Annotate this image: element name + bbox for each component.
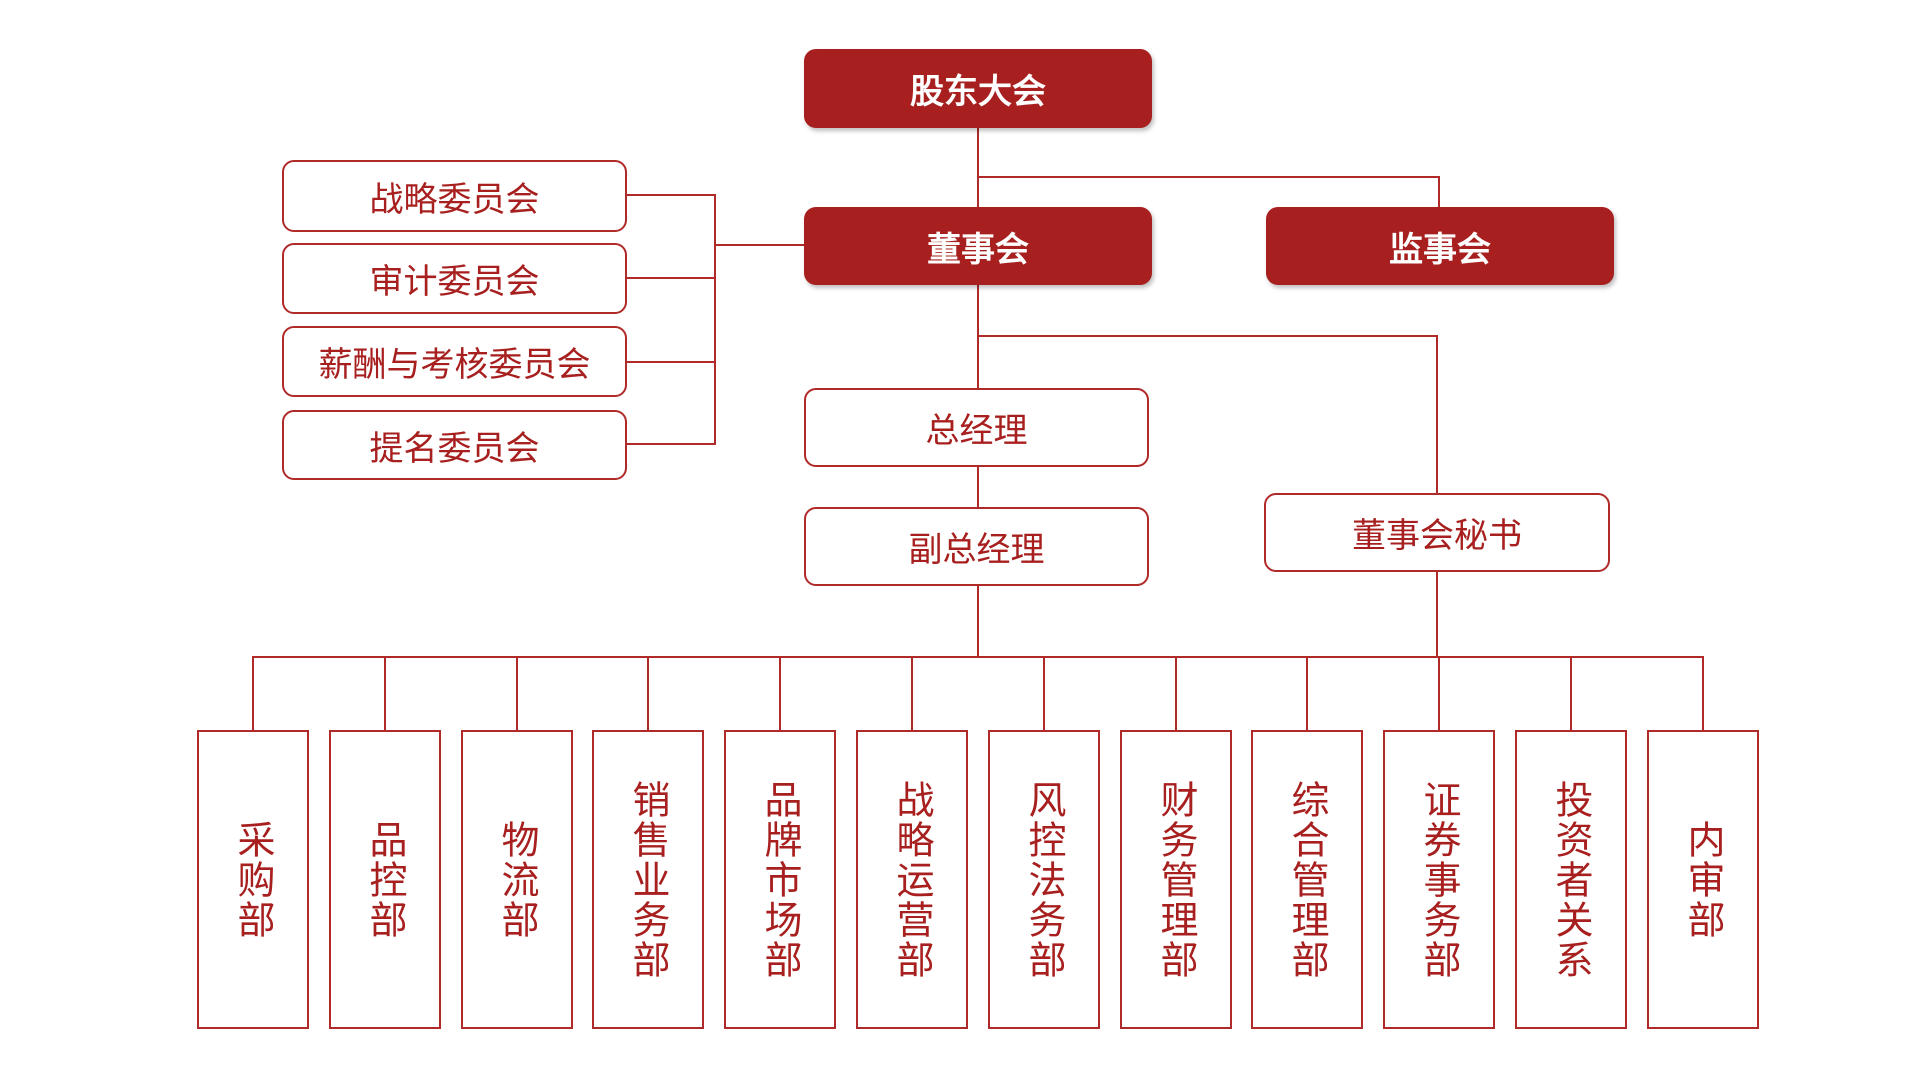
department-label: 采购部: [231, 819, 275, 940]
department-label: 证券事务部: [1417, 779, 1461, 980]
connector-line: [626, 443, 716, 445]
board-of-directors-box: 董事会: [804, 207, 1152, 285]
department-label: 销售业务部: [626, 779, 670, 980]
connector-line: [252, 656, 1702, 658]
committee-box: 提名委员会: [282, 410, 627, 480]
connector-line: [1702, 656, 1704, 730]
department-box: 内审部: [1647, 730, 1759, 1029]
department-label: 风控法务部: [1022, 779, 1066, 980]
shareholders-meeting-box: 股东大会: [804, 49, 1152, 128]
department-label: 品牌市场部: [758, 779, 802, 980]
connector-line: [977, 126, 979, 208]
general-manager-box: 总经理: [804, 388, 1149, 467]
connector-line: [1438, 176, 1440, 208]
department-label: 内审部: [1681, 819, 1725, 940]
connector-line: [977, 335, 1438, 337]
deputy-general-manager-label: 副总经理: [908, 530, 1045, 570]
connector-line: [626, 361, 716, 363]
committee-label: 审计委员会: [369, 262, 540, 302]
department-box: 采购部: [197, 730, 309, 1029]
department-label: 财务管理部: [1154, 779, 1198, 980]
connector-line: [1570, 656, 1572, 730]
connector-line: [252, 656, 254, 730]
connector-line: [1436, 335, 1438, 493]
connector-line: [1043, 656, 1045, 730]
department-label: 物流部: [495, 819, 539, 940]
connector-line: [647, 656, 649, 730]
department-box: 战略运营部: [856, 730, 968, 1029]
committee-box: 战略委员会: [282, 160, 627, 232]
connector-line: [716, 244, 804, 246]
department-label: 品控部: [363, 819, 407, 940]
committee-label: 薪酬与考核委员会: [318, 345, 591, 385]
committee-box: 薪酬与考核委员会: [282, 326, 627, 397]
connector-line: [714, 194, 716, 445]
department-box: 综合管理部: [1251, 730, 1363, 1029]
connector-line: [1436, 572, 1438, 656]
supervisory-board-label: 监事会: [1389, 229, 1491, 270]
general-manager-label: 总经理: [925, 411, 1028, 451]
department-box: 销售业务部: [592, 730, 704, 1029]
connector-line: [1175, 656, 1177, 730]
department-box: 财务管理部: [1120, 730, 1232, 1029]
connector-line: [626, 277, 716, 279]
connector-line: [626, 194, 716, 196]
connector-line: [384, 656, 386, 730]
connector-line: [977, 467, 979, 508]
connector-line: [516, 656, 518, 730]
department-box: 投资者关系: [1515, 730, 1627, 1029]
department-label: 投资者关系: [1549, 779, 1593, 980]
deputy-general-manager-box: 副总经理: [804, 507, 1149, 586]
connector-line: [911, 656, 913, 730]
connector-line: [1306, 656, 1308, 730]
connector-line: [779, 656, 781, 730]
department-box: 品牌市场部: [724, 730, 836, 1029]
committee-label: 提名委员会: [369, 428, 540, 469]
department-box: 物流部: [461, 730, 573, 1029]
department-box: 风控法务部: [988, 730, 1100, 1029]
department-label: 战略运营部: [890, 779, 934, 980]
connector-line: [977, 585, 979, 656]
board-secretary-label: 董事会秘书: [1352, 516, 1522, 556]
supervisory-board-box: 监事会: [1266, 207, 1614, 285]
department-box: 品控部: [329, 730, 441, 1029]
committee-label: 战略委员会: [369, 179, 540, 220]
board-secretary-box: 董事会秘书: [1264, 493, 1610, 572]
connector-line: [1438, 656, 1440, 730]
department-label: 综合管理部: [1285, 779, 1329, 980]
board-of-directors-label: 董事会: [927, 229, 1029, 270]
connector-line: [977, 176, 1440, 178]
department-box: 证券事务部: [1383, 730, 1495, 1029]
committee-box: 审计委员会: [282, 243, 627, 314]
shareholders-meeting-label: 股东大会: [910, 72, 1046, 112]
